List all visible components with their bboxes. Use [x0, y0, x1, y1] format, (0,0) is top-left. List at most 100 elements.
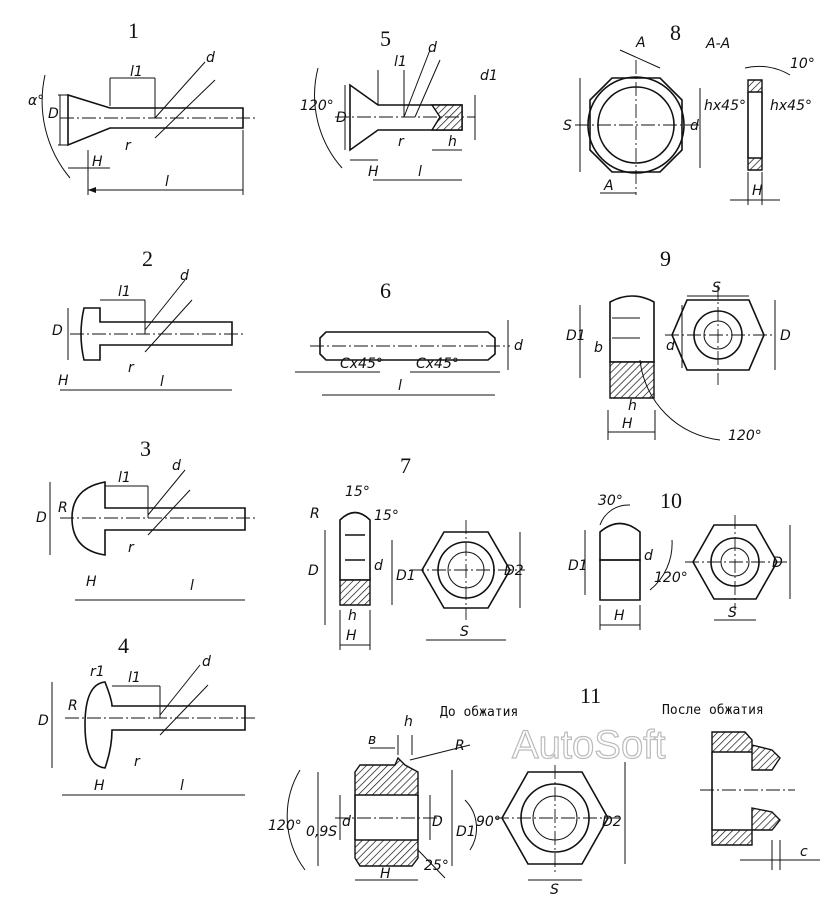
figure-3-round-head-rivet: 3 l1 d R D r H l	[36, 436, 258, 601]
dim-label: H	[86, 574, 97, 590]
figure-8-thin-nut: 8 A A-A 10° hx45° hx45° S d A H	[563, 20, 815, 205]
dim-label: S	[712, 280, 721, 296]
dim-label: D2	[602, 814, 622, 830]
dim-label: h	[448, 134, 457, 150]
dim-label: D1	[568, 558, 588, 574]
figure-4-oval-head-rivet: 4 r1 l1 d R D r H l	[38, 633, 258, 796]
figure-11-crimp-nut: 11 До обжатия После обжатия h в R 120° 0…	[268, 683, 820, 898]
dim-label: H	[380, 866, 391, 882]
dim-label: R	[310, 506, 320, 522]
figure-6-pin: 6 Cx45° Cx45° d l	[295, 278, 523, 396]
dim-label: r	[128, 360, 135, 376]
dim-label: d	[374, 558, 383, 574]
dim-label: H	[368, 164, 379, 180]
dim-label: Cx45°	[416, 356, 459, 372]
figure-number: 4	[118, 633, 129, 658]
dim-label: D	[336, 110, 347, 126]
figure-number: 10	[660, 488, 682, 513]
figure-9-self-locking-nut: 9 S D1 b d D h H 120°	[566, 246, 791, 444]
figure-number: 6	[380, 278, 391, 303]
dim-label: d	[206, 50, 215, 66]
dim-label: l1	[394, 54, 407, 70]
figure-1-rivet-countersunk: 1 l1 d D H r l α°	[28, 18, 255, 195]
dim-label: D1	[566, 328, 586, 344]
figure-5-countersunk-rivet-hollow: 5 l1 d d1 120° D r h H l	[300, 26, 498, 181]
dim-label: R	[455, 738, 465, 754]
figure-number: 2	[142, 246, 153, 271]
dim-label: S	[460, 624, 469, 640]
dim-label: D	[38, 713, 49, 729]
dim-label: b	[594, 340, 603, 356]
dim-label: H	[92, 154, 103, 170]
before-crimp-caption: До обжатия	[440, 705, 518, 720]
dim-label: l1	[128, 670, 141, 686]
dim-label: d	[690, 118, 699, 134]
dim-label: l	[398, 378, 402, 394]
dim-label: l1	[118, 284, 131, 300]
dim-label: r1	[90, 664, 105, 680]
dim-label: 120°	[300, 98, 334, 114]
dim-label: D	[772, 555, 783, 571]
dim-label: l	[165, 174, 169, 190]
dim-label: 30°	[598, 493, 623, 509]
dim-label: 25°	[424, 858, 449, 874]
dim-label: hx45°	[770, 98, 812, 114]
dim-label: d	[514, 338, 523, 354]
dim-label: D	[52, 323, 63, 339]
figure-10-nylon-insert-nut: 10 30° D1 d 120° H D S	[568, 488, 791, 630]
dim-label: hx45°	[704, 98, 746, 114]
dim-label: d	[644, 548, 653, 564]
dim-label: d	[172, 458, 181, 474]
dim-label: l	[418, 164, 422, 180]
dim-label: R	[68, 698, 78, 714]
dim-label: S	[550, 882, 559, 898]
figure-number: 9	[660, 246, 671, 271]
dim-label: H	[752, 183, 763, 199]
dim-label: c	[800, 844, 808, 860]
dim-label: 90°	[476, 814, 501, 830]
dim-label: l1	[118, 470, 131, 486]
dim-label: r	[125, 138, 132, 154]
watermark: AutoSoft	[512, 723, 665, 767]
dim-label: D	[780, 328, 791, 344]
dim-label: A	[635, 35, 646, 51]
dim-label: d	[666, 338, 675, 354]
dim-label: l1	[130, 64, 143, 80]
dim-label: d1	[480, 68, 498, 84]
dim-label: 120°	[728, 428, 762, 444]
dim-label: H	[346, 628, 357, 644]
dim-label: Cx45°	[340, 356, 383, 372]
dim-label: S	[728, 605, 737, 621]
dim-label: l	[190, 578, 194, 594]
dim-label: D	[432, 814, 443, 830]
dim-label: h	[404, 714, 413, 730]
dim-label: D1	[396, 568, 416, 584]
dim-label: d	[202, 654, 211, 670]
figure-number: 8	[670, 20, 681, 45]
dim-label: 10°	[790, 56, 815, 72]
figure-number: 7	[400, 453, 411, 478]
dim-label: 0,9S	[306, 824, 337, 840]
dim-label: S	[563, 118, 572, 134]
figure-number: 1	[128, 18, 139, 43]
dim-label: d	[342, 814, 351, 830]
dim-label: d	[428, 40, 437, 56]
dim-label: H	[622, 416, 633, 432]
dim-label: α°	[28, 93, 44, 109]
figure-number: 3	[140, 436, 151, 461]
dim-label: D	[48, 106, 59, 122]
dim-label: D	[36, 510, 47, 526]
dim-label: d	[180, 268, 189, 284]
dim-label: 15°	[374, 508, 399, 524]
figure-7-cap-nut: 7 R 15° 15° D d D1 h H D2 S	[308, 453, 525, 650]
dim-label: 120°	[654, 570, 688, 586]
dim-label: D2	[504, 563, 524, 579]
dim-label: A	[603, 178, 614, 194]
dim-label: h	[348, 608, 357, 624]
figure-number: 11	[580, 683, 601, 708]
dim-label: R	[58, 500, 68, 516]
dim-label: h	[628, 398, 637, 414]
dim-label: 120°	[268, 818, 302, 834]
dim-label: H	[58, 373, 69, 389]
